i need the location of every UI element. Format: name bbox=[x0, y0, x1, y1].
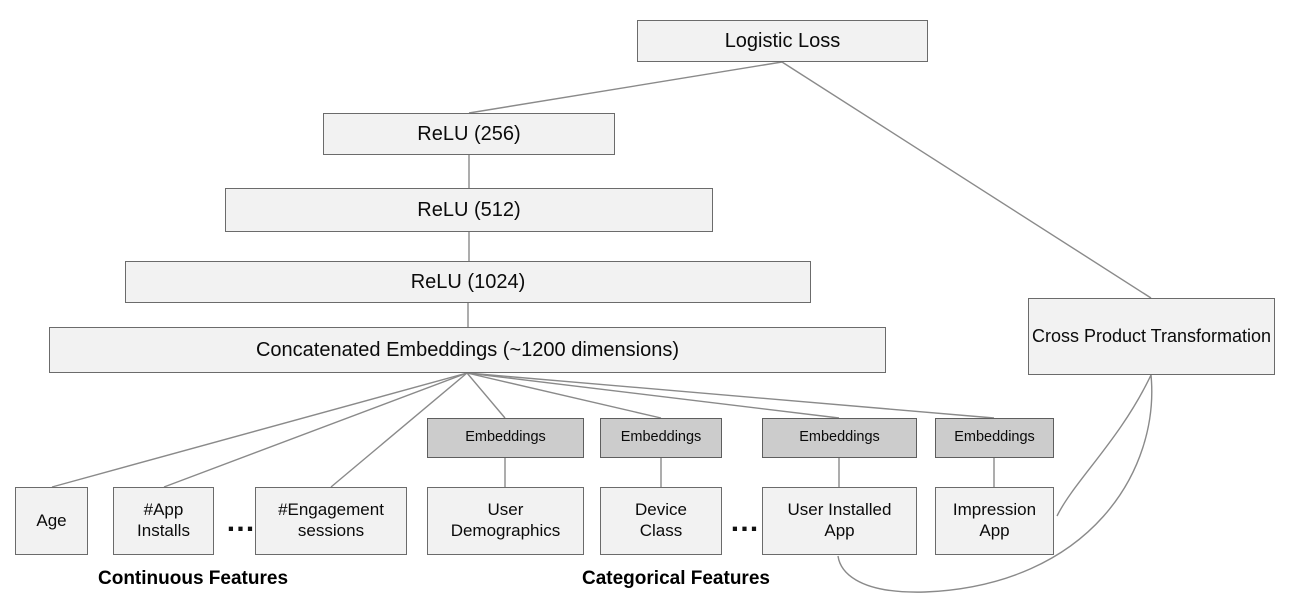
ellipsis-separator-2: … bbox=[729, 505, 761, 538]
node-cross-product-transformation-label: Cross Product Transformation bbox=[1031, 325, 1272, 346]
node-relu-1024[interactable]: ReLU (1024) bbox=[125, 261, 811, 303]
edge-concat-to-emb-3 bbox=[466, 372, 840, 419]
edge-concat-to-app-installs bbox=[163, 372, 468, 488]
node-embeddings-embeddings[interactable]: Embeddings bbox=[427, 418, 584, 458]
node-embeddings-label: Embeddings bbox=[465, 429, 546, 446]
node-embeddings-embeddings[interactable]: Embeddings bbox=[935, 418, 1054, 458]
node-relu-256-label: ReLU (256) bbox=[417, 122, 521, 145]
edge-concat-to-emb-2 bbox=[466, 372, 662, 419]
node-embeddings-embeddings[interactable]: Embeddings bbox=[762, 418, 917, 458]
node-relu-512-label: ReLU (512) bbox=[417, 198, 521, 221]
edge-loss-to-cross bbox=[781, 61, 1152, 299]
node-embeddings-label: Embeddings bbox=[954, 429, 1035, 446]
edge-concat-to-emb-1 bbox=[466, 372, 506, 419]
node-concatenated-embeddings-label: Concatenated Embeddings (~1200 dimension… bbox=[255, 338, 680, 361]
node-cross-product-transformation[interactable]: Cross Product Transformation bbox=[1028, 298, 1275, 375]
node-continuous-feature-label: Age bbox=[36, 510, 67, 530]
node-embeddings-label: Embeddings bbox=[799, 429, 880, 446]
node-logistic-loss[interactable]: Logistic Loss bbox=[637, 20, 928, 62]
edge-concat-to-emb-4 bbox=[466, 372, 995, 419]
ellipsis-separator-1: … bbox=[225, 505, 257, 538]
node-relu-512[interactable]: ReLU (512) bbox=[225, 188, 713, 232]
node-relu-1024-label: ReLU (1024) bbox=[410, 270, 526, 293]
edge-cross-to-user-installed-app bbox=[837, 374, 1153, 593]
edge-cross-to-impression-app bbox=[1056, 374, 1152, 517]
node-continuous-feature-age[interactable]: Age bbox=[15, 487, 88, 555]
node-relu-256[interactable]: ReLU (256) bbox=[323, 113, 615, 155]
node-logistic-loss-label: Logistic Loss bbox=[724, 29, 841, 52]
node-embeddings-embeddings[interactable]: Embeddings bbox=[600, 418, 722, 458]
node-concatenated-embeddings[interactable]: Concatenated Embeddings (~1200 dimension… bbox=[49, 327, 886, 373]
edge-loss-to-relu256 bbox=[468, 61, 783, 114]
group-label-categorical-features: Categorical Features bbox=[582, 568, 770, 589]
edge-concat-to-age bbox=[51, 372, 468, 488]
node-embeddings-label: Embeddings bbox=[620, 429, 702, 446]
group-label-continuous-features: Continuous Features bbox=[98, 568, 289, 589]
